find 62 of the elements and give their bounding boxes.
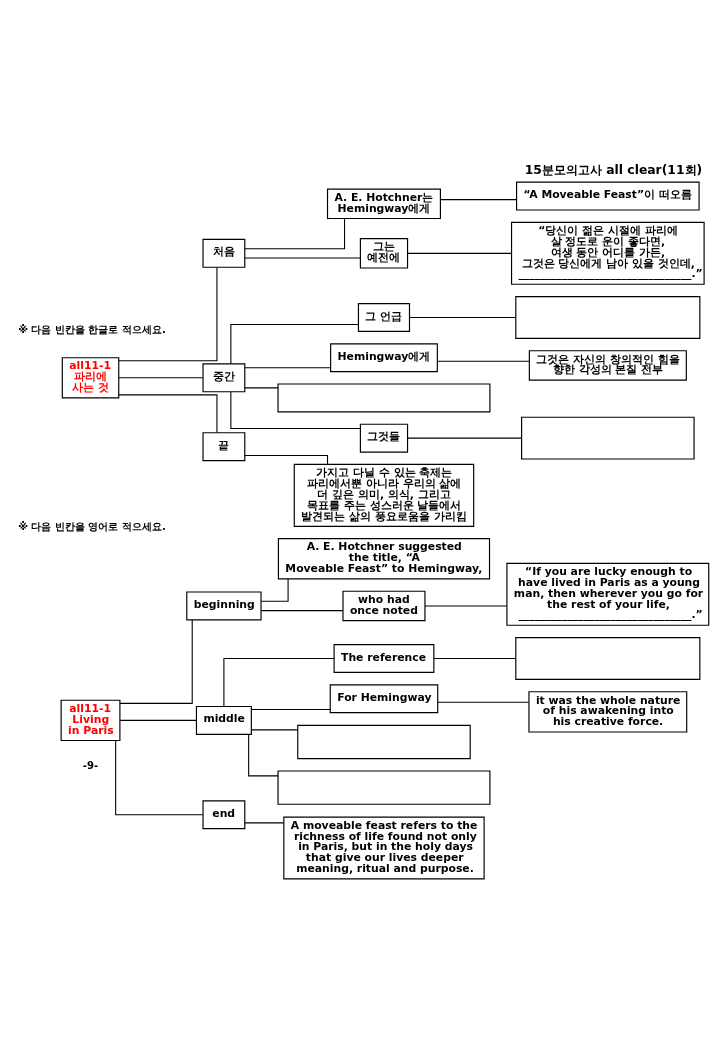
connector — [424, 604, 508, 606]
connector — [250, 708, 331, 710]
node-box: “If you are lucky enough to have lived in Paris as a young man, then wherever you go for the rest of your life, ________________________________.” — [506, 562, 710, 626]
node-box: beginning — [186, 590, 262, 620]
node-box: The reference — [333, 643, 435, 673]
node-box: “A Moveable Feast”이 떠오름 — [516, 181, 700, 211]
node-box: 중간 — [202, 362, 246, 392]
connector — [244, 386, 279, 388]
node-box — [521, 416, 695, 460]
connector — [118, 376, 204, 378]
node-box — [277, 769, 491, 805]
connector — [244, 454, 329, 465]
node-box: 가지고 다닐 수 있는 축제는 파리에서뿐 아니라 우리의 삶에 더 깊은 의미, 의식, 그리고 목표를 주는 성스러운 날들에서 발견되는 삶의 풍요로움을 가리킴 — [293, 463, 475, 527]
connector — [437, 360, 530, 362]
connector — [118, 266, 218, 361]
connector — [230, 390, 361, 429]
label: ※ 다음 빈칸을 영어로 적으세요. — [18, 520, 166, 532]
connector — [437, 701, 530, 703]
connector — [244, 366, 331, 368]
node-box: all11-1 Living in Paris — [60, 699, 121, 741]
node-box — [515, 636, 701, 680]
connector — [118, 393, 218, 433]
node-box: 그것은 자신의 창의적인 힘을 향한 각성의 본질 전부 — [528, 349, 687, 381]
node-box: 그 언급 — [357, 302, 411, 332]
node-box: 그것들 — [359, 423, 409, 453]
connector — [250, 728, 299, 730]
label: ※ 다음 빈칸을 한글로 적으세요. — [18, 323, 166, 335]
node-box: 처음 — [202, 238, 246, 268]
connector — [439, 198, 518, 200]
connector — [407, 252, 512, 254]
connector — [115, 739, 204, 815]
node-box: For Hemingway — [329, 683, 439, 713]
node-box: middle — [195, 705, 252, 735]
connector — [248, 733, 279, 776]
connector — [407, 437, 523, 439]
connector — [119, 719, 197, 721]
label: -9- — [82, 759, 99, 771]
connector — [260, 609, 344, 611]
node-box — [297, 724, 471, 759]
node-box: who had once noted — [342, 590, 426, 621]
connector — [119, 618, 193, 704]
node-box: 그는 예전에 — [359, 237, 409, 269]
connector — [260, 578, 289, 602]
node-box: Hemingway에게 — [330, 342, 438, 372]
node-box: “당신이 젊은 시절에 파리에 살 정도로 운이 좋다면, 여생 동안 어디를 가든, 그것은 당신에게 남아 있을 것인데, ________________________________.” — [511, 221, 705, 285]
node-box: end — [202, 799, 246, 829]
diagram-title: 15분모의고사 all clear(11회) — [524, 162, 703, 177]
node-box: it was the whole nature of his awakening into his creative force. — [528, 690, 688, 733]
node-box: A moveable feast refers to the richness of life found not only in Paris, but in the holy days that give our lives deeper meaning, ritual and purpose. — [283, 815, 485, 879]
connector — [409, 316, 517, 318]
node-box: all11-1 파리에 사는 것 — [61, 356, 120, 398]
connector — [244, 821, 285, 823]
connector — [244, 256, 361, 259]
connector — [244, 217, 346, 249]
node-box — [277, 382, 491, 412]
connector — [223, 657, 335, 707]
node-box: A. E. Hotchner는 Hemingway에게 — [326, 188, 441, 219]
connector — [433, 657, 517, 659]
node-box: 끝 — [202, 431, 246, 461]
node-box — [515, 295, 701, 339]
node-box: A. E. Hotchner suggested the title, “A Moveable Feast” to Hemingway, — [277, 537, 491, 579]
connector — [230, 323, 359, 364]
